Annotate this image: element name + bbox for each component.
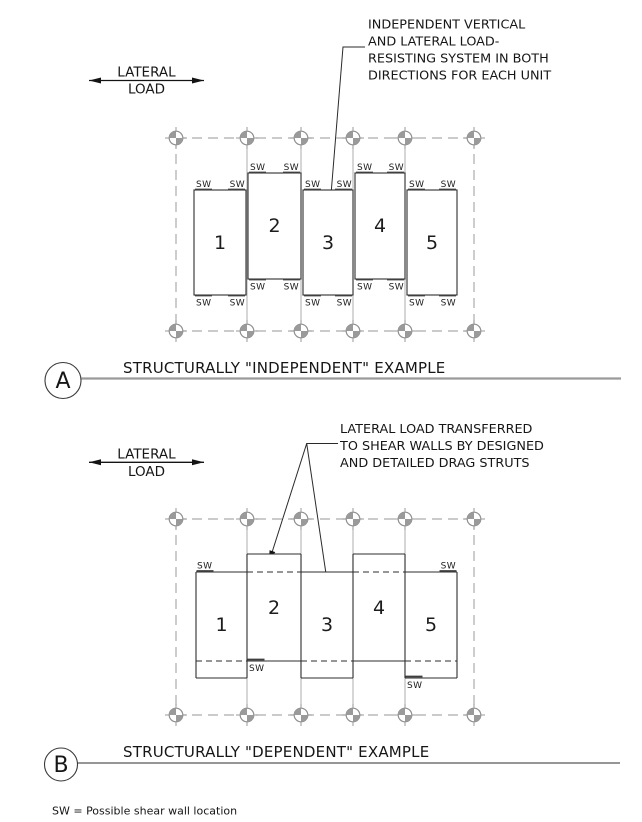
unit-number: 5: [425, 614, 437, 636]
shear-wall-label: SW: [196, 299, 211, 309]
grid-point-symbol: [341, 126, 365, 150]
annotation-b: LATERAL LOAD TRANSFERRED TO SHEAR WALLS …: [268, 422, 544, 651]
section-title-text: STRUCTURALLY "INDEPENDENT" EXAMPLE: [123, 359, 445, 377]
annotation-line: AND LATERAL LOAD-: [368, 35, 499, 50]
shear-wall-label: SW: [389, 163, 404, 173]
unit-number: 3: [321, 614, 333, 636]
shear-wall-label: SW: [441, 180, 456, 190]
shear-wall-label: SW: [196, 180, 211, 190]
annotation-line: INDEPENDENT VERTICAL: [368, 18, 526, 33]
annotation-line: RESISTING SYSTEM IN BOTH: [368, 52, 549, 67]
lateral-load-arrow-a: LATERAL LOAD: [89, 65, 204, 98]
grid-point-symbol: [341, 319, 365, 343]
grid-point-symbol: [393, 703, 417, 727]
grid-point-symbol: [393, 126, 417, 150]
shear-wall-label: SW: [357, 163, 372, 173]
shear-wall-label: SW: [284, 283, 299, 293]
grid-point-symbol: [235, 703, 259, 727]
annotation-line: DIRECTIONS FOR EACH UNIT: [368, 69, 551, 84]
shear-wall-label: SW: [305, 180, 320, 190]
unit-number: 2: [268, 215, 280, 237]
grid-point-symbol: [289, 507, 313, 531]
unit-2: SW SW SW SW 2: [247, 163, 302, 293]
unit-number: 2: [268, 597, 280, 619]
shear-wall-label: SW: [249, 664, 264, 674]
shear-wall-label: SW: [284, 163, 299, 173]
unit-number: 1: [214, 232, 226, 254]
units-b: SW SW SW SW 1 2 3 4 5: [195, 553, 458, 691]
grid-point-symbol: [289, 319, 313, 343]
leader-arrow: [268, 443, 338, 563]
annotation-line: LATERAL LOAD TRANSFERRED: [340, 422, 533, 437]
shear-wall-label: SW: [389, 283, 404, 293]
grid-point-symbol: [289, 126, 313, 150]
unit-1: SW SW SW SW 1: [193, 180, 247, 309]
unit-walls: [195, 553, 458, 679]
footnote-legend: SW = Possible shear wall location: [52, 805, 237, 818]
annotation-line: AND DETAILED DRAG STRUTS: [340, 456, 530, 471]
shear-wall-label: SW: [337, 299, 352, 309]
grid-point-symbol: [164, 319, 188, 343]
shear-wall-label: SW: [250, 163, 265, 173]
grid-point-symbol: [462, 507, 486, 531]
drag-strut-lines: [196, 571, 457, 662]
unit-number: 5: [426, 232, 438, 254]
section-title-text: STRUCTURALLY "DEPENDENT" EXAMPLE: [123, 743, 429, 761]
section-marker-circle: [43, 747, 79, 782]
grid-a: [175, 137, 475, 332]
grid-point-symbol: [462, 126, 486, 150]
unit-number: 1: [215, 614, 227, 636]
section-title-a: A STRUCTURALLY "INDEPENDENT" EXAMPLE: [44, 359, 621, 400]
annotation-a: INDEPENDENT VERTICAL AND LATERAL LOAD- R…: [327, 18, 551, 211]
section-title-b: B STRUCTURALLY "DEPENDENT" EXAMPLE: [43, 743, 620, 782]
units-a: SW SW SW SW 1 SW SW SW SW 2 SW: [193, 163, 458, 309]
shear-wall-label: SW: [305, 299, 320, 309]
shear-wall-label: SW: [357, 283, 372, 293]
unit-number: 3: [322, 232, 334, 254]
shear-wall-label: SW: [230, 299, 245, 309]
section-marker-letter: B: [53, 753, 68, 778]
leader-arrow: [327, 46, 365, 211]
unit-3: SW SW SW SW 3: [302, 180, 354, 309]
grid-point-symbol: [235, 319, 259, 343]
grid-point-symbol: [341, 703, 365, 727]
grid-point-symbol: [462, 703, 486, 727]
grid-point-symbol: [164, 126, 188, 150]
shear-wall-label: SW: [441, 562, 456, 572]
shear-wall-label: SW: [230, 180, 245, 190]
shear-wall-marks-b: SW SW SW SW: [196, 562, 457, 691]
unit-5: SW SW SW SW 5: [406, 180, 458, 309]
lateral-load-label: LATERAL: [117, 65, 176, 81]
shear-wall-label: SW: [250, 283, 265, 293]
lateral-load-label: LOAD: [128, 464, 165, 480]
shear-wall-label: SW: [407, 681, 422, 691]
diagram-a: LATERAL LOAD INDEPENDENT VERTICAL AND LA…: [44, 18, 621, 400]
grid-point-symbol: [164, 507, 188, 531]
grid-point-symbol: [289, 703, 313, 727]
diagram-b: LATERAL LOAD LATERAL LOAD TRANSFERRED TO…: [43, 422, 620, 782]
grid-point-symbol: [164, 703, 188, 727]
lateral-load-label: LATERAL: [117, 447, 176, 463]
unit-number: 4: [373, 597, 385, 619]
grid-point-symbol: [341, 507, 365, 531]
section-marker-letter: A: [55, 369, 70, 394]
grid-point-symbol: [235, 507, 259, 531]
annotation-line: TO SHEAR WALLS BY DESIGNED: [339, 439, 544, 454]
grid-point-symbol: [235, 126, 259, 150]
shear-wall-label: SW: [337, 180, 352, 190]
grid-point-symbol: [393, 507, 417, 531]
shear-wall-label: SW: [441, 299, 456, 309]
unit-4: SW SW SW SW 4: [354, 163, 406, 293]
shear-wall-label: SW: [409, 299, 424, 309]
grid-point-symbol: [393, 319, 417, 343]
section-marker-circle: [44, 361, 82, 400]
lateral-load-arrow-b: LATERAL LOAD: [89, 447, 204, 480]
shear-wall-label: SW: [409, 180, 424, 190]
lateral-load-label: LOAD: [128, 82, 165, 98]
grid-point-symbol: [462, 319, 486, 343]
shear-wall-label: SW: [197, 562, 212, 572]
unit-number: 4: [374, 215, 386, 237]
